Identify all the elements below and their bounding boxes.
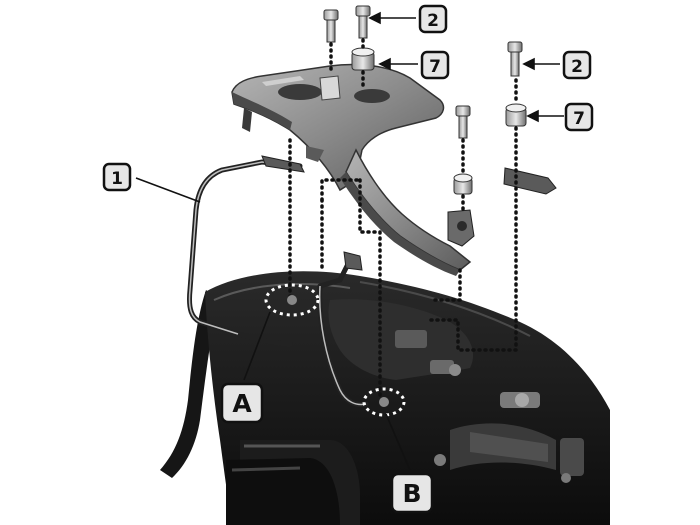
- callout-point-a-label: A: [232, 389, 252, 418]
- assembly-guide-lines: [288, 38, 518, 397]
- bolt-mid: [455, 105, 471, 139]
- bracket-side-tab: [343, 251, 363, 271]
- rack-rear-bracket: [503, 167, 557, 195]
- callout-part-7-top-label: 7: [429, 57, 441, 77]
- mount-point-a-marker: [264, 283, 320, 317]
- callout-point-b-label: B: [402, 479, 421, 508]
- bolt-right: [507, 41, 523, 77]
- spacer-top: [351, 47, 375, 71]
- callout-part-2-top-label: 2: [427, 11, 439, 31]
- exhaust-pipes: [226, 440, 360, 525]
- bolt-top-left: [323, 9, 339, 43]
- seat-hardware: [395, 330, 584, 483]
- rack-arm-shade: [340, 172, 460, 276]
- callout-part-7-right: 7: [564, 102, 594, 132]
- callout-part-1: 1: [102, 162, 132, 192]
- bolt-top-center: [355, 5, 371, 39]
- rear-fender: [160, 290, 218, 478]
- callout-part-2-top: 2: [418, 4, 448, 34]
- callout-part-7-right-label: 7: [573, 109, 585, 129]
- callout-part-2-right: 2: [562, 50, 592, 80]
- callout-part-7-top: 7: [420, 50, 450, 80]
- spacer-right: [505, 103, 527, 127]
- leader-lines: [135, 11, 564, 471]
- callout-point-b: B: [390, 472, 434, 514]
- bracket-top-tab: [261, 155, 305, 173]
- motorcycle-rear: [160, 271, 610, 525]
- mount-point-b-marker: [362, 387, 406, 417]
- callout-point-a: A: [220, 382, 264, 424]
- spacer-mid: [453, 173, 473, 195]
- callout-part-1-label: 1: [111, 169, 123, 189]
- bracket-frame-highlight: [188, 161, 367, 406]
- callout-part-2-right-label: 2: [571, 57, 583, 77]
- luggage-rack-plate: [231, 63, 557, 276]
